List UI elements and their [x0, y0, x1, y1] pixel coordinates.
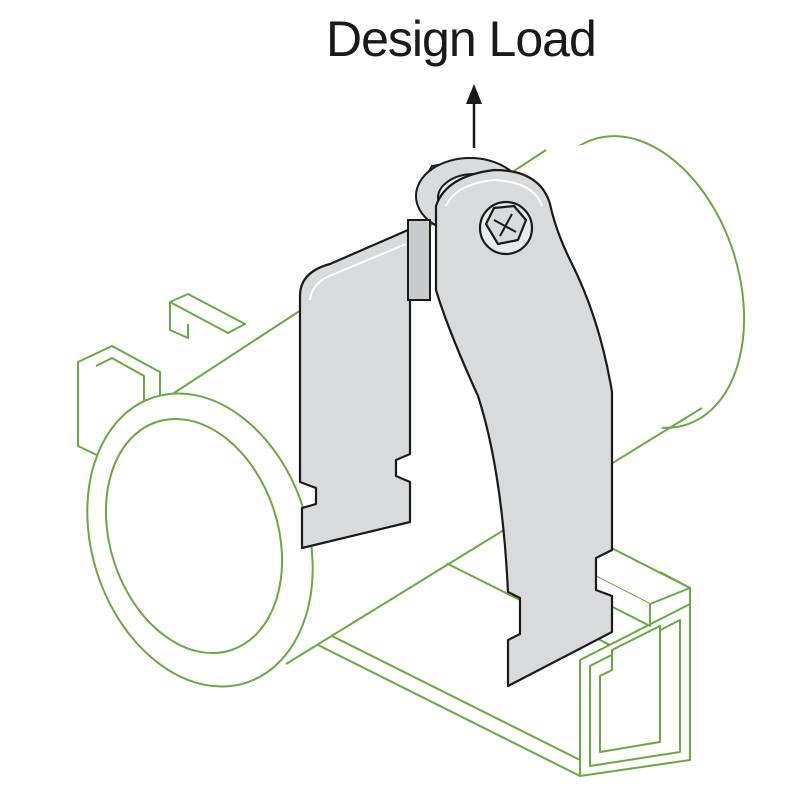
strap-bolt [478, 200, 534, 256]
clamp-front-strap [434, 168, 614, 688]
design-load-label-wrap: Design Load [326, 10, 616, 68]
strut-channel [77, 293, 691, 777]
design-load-label: Design Load [326, 11, 597, 67]
up-arrow-icon [466, 84, 482, 148]
clamp-rear-strap [298, 228, 422, 550]
